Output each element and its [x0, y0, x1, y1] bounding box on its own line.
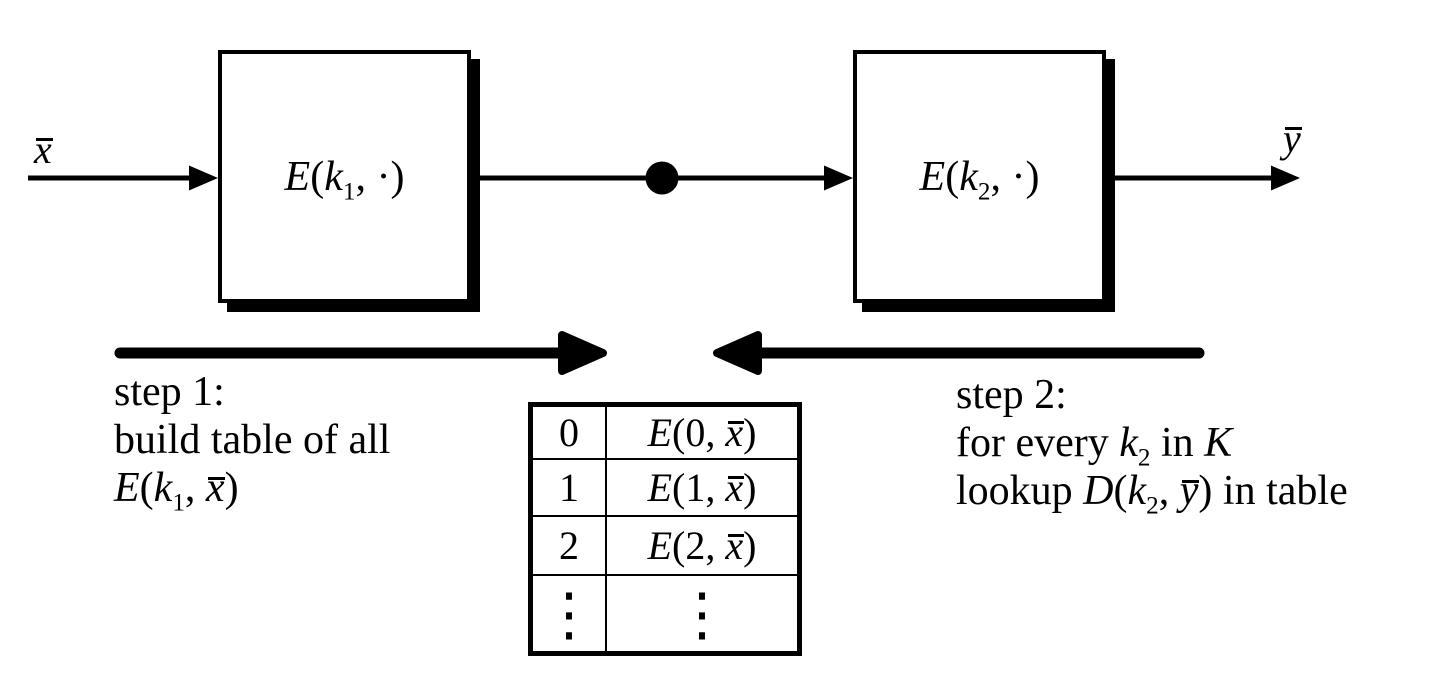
- lookup-table: 0 E(0, x) 1 E(1, x) 2 E(2, x) ⋮ ⋮: [528, 402, 802, 656]
- step2-arrowhead-icon: [713, 331, 762, 375]
- step2-line2: for every k2 in K: [956, 420, 1233, 472]
- mid-arrowhead-icon: [824, 165, 853, 191]
- step2-title: step 2:: [956, 372, 1067, 418]
- vertical-ellipsis: ⋮: [540, 579, 598, 648]
- table-key-cell: 1: [533, 460, 607, 515]
- junction-dot-icon: [645, 161, 679, 195]
- step1-title: step 1:: [114, 369, 225, 415]
- table-row: 1 E(1, x): [533, 460, 797, 517]
- output-arrowhead-icon: [1271, 165, 1300, 191]
- vertical-ellipsis: ⋮: [673, 579, 731, 648]
- input-arrowhead-icon: [189, 165, 218, 191]
- table-row-ellipsis: ⋮ ⋮: [533, 576, 797, 651]
- input-label: x: [34, 126, 53, 173]
- step1-desc: build table of all: [114, 417, 391, 463]
- table-row: 2 E(2, x): [533, 517, 797, 576]
- box2-label: E(k2, ·): [919, 153, 1040, 205]
- table-key-cell: ⋮: [533, 576, 607, 651]
- overbar: x: [205, 465, 226, 511]
- overbar: y: [1179, 468, 1199, 514]
- table-key-cell: 0: [533, 407, 607, 458]
- step1-caption: step 1: build table of all E(k1, x): [114, 368, 391, 517]
- overbar: y: [1283, 116, 1302, 161]
- output-label: y: [1283, 115, 1302, 162]
- step1-arrowhead-icon: [558, 331, 607, 375]
- table-value-cell: E(2, x): [647, 523, 757, 568]
- overbar: x: [34, 127, 53, 172]
- step1-formula: E(k1, x): [114, 465, 239, 517]
- keyspace-symbol: K: [1204, 420, 1233, 466]
- overbar: x: [725, 465, 744, 510]
- encryption-box-1: E(k1, ·): [218, 50, 471, 303]
- table-value-cell: E(0, x): [647, 410, 757, 455]
- step2-line3: lookup D(k2, y) in table: [956, 468, 1348, 520]
- overbar: x: [725, 410, 744, 455]
- table-row: 0 E(0, x): [533, 407, 797, 460]
- step2-caption: step 2: for every k2 in K lookup D(k2, y…: [956, 371, 1348, 520]
- table-value-cell: ⋮: [607, 576, 797, 651]
- table-value-cell: E(1, x): [647, 465, 757, 510]
- encryption-box-2: E(k2, ·): [853, 50, 1106, 303]
- box1-label: E(k1, ·): [284, 153, 405, 205]
- table-key-cell: 2: [533, 517, 607, 574]
- overbar: x: [725, 523, 744, 568]
